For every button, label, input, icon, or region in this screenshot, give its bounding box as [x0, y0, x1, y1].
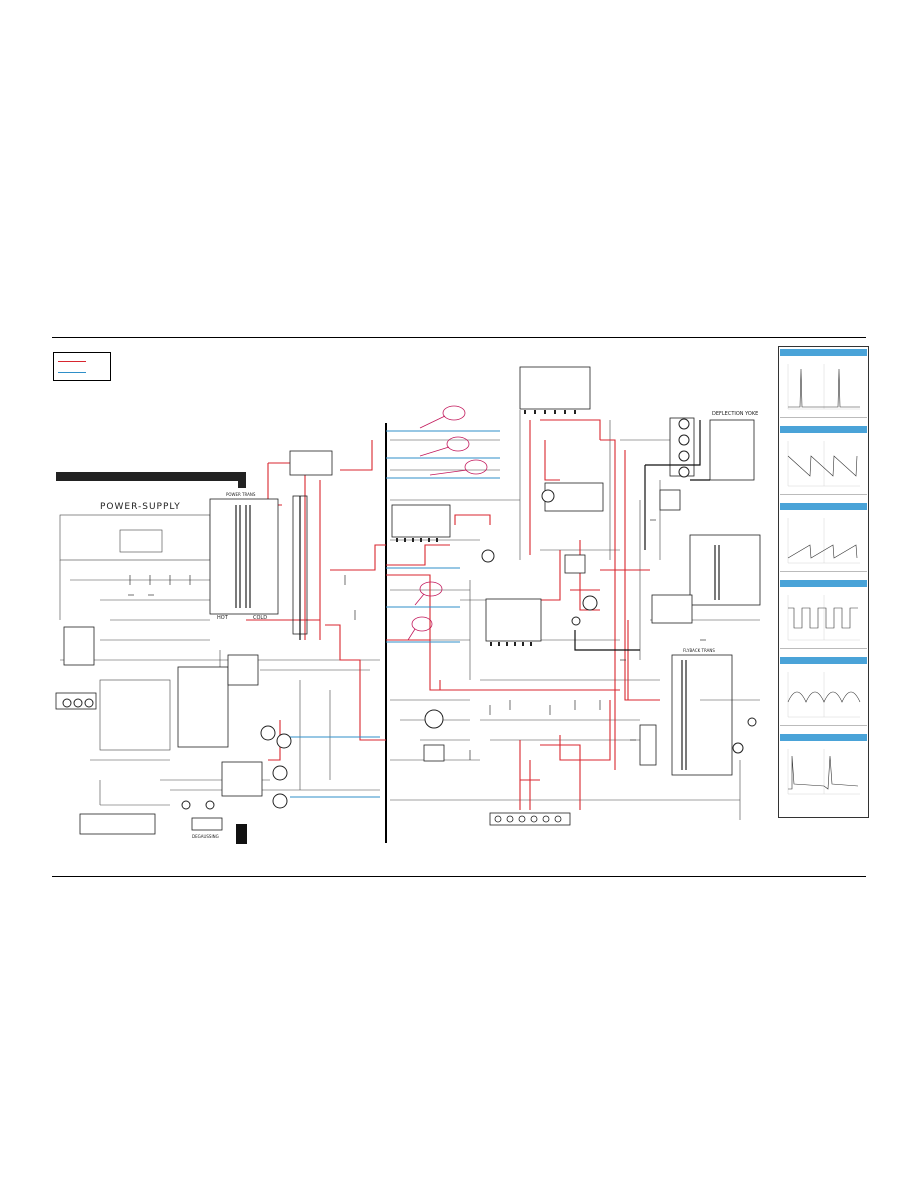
bottom-divider	[52, 876, 866, 877]
bottom-connector	[489, 812, 571, 826]
waveform-2-header	[780, 426, 867, 433]
waveform-5	[780, 657, 867, 726]
cold-side-label: COLD	[253, 615, 268, 621]
section-title-bar	[56, 472, 246, 481]
waveform-2	[780, 426, 867, 495]
top-divider	[52, 337, 866, 338]
waveform-6-plot	[787, 749, 860, 795]
transformer-cores	[235, 505, 720, 770]
waveform-3-plot	[787, 518, 860, 564]
waveform-5-header	[780, 657, 867, 664]
waveform-4-plot	[787, 595, 860, 641]
waveform-1-plot	[787, 364, 860, 410]
waveform-4-header	[780, 580, 867, 587]
waveform-6	[780, 734, 867, 802]
hot-side-label: HOT	[217, 615, 228, 621]
section-title-bar-tab	[238, 472, 246, 488]
component-blocks	[55, 366, 761, 835]
waveform-4	[780, 580, 867, 649]
power-trans-label: POWER TRANS	[226, 492, 256, 497]
waveform-6-header	[780, 734, 867, 741]
waveform-1	[780, 349, 867, 418]
waveform-3-header	[780, 503, 867, 510]
waveform-2-plot	[787, 441, 860, 487]
legend-red-line	[58, 361, 86, 362]
black-wiring	[299, 420, 710, 651]
blue-traces	[290, 430, 500, 798]
degaussing-label: DEGAUSSING	[192, 834, 219, 839]
waveform-1-header	[780, 349, 867, 356]
trace-legend	[53, 352, 111, 381]
ic-pins	[396, 410, 576, 646]
page-marker-tab	[236, 824, 247, 844]
callouts	[407, 405, 488, 641]
waveform-5-plot	[787, 672, 861, 718]
deflection-yoke-label: DEFLECTION YOKE	[712, 411, 759, 417]
round-components	[62, 418, 757, 810]
legend-blue-line	[58, 372, 86, 373]
red-traces	[246, 419, 660, 810]
flyback-trans-label: FLYBACK TRANS	[683, 648, 715, 653]
waveform-3	[780, 503, 867, 572]
passive-marks	[128, 519, 706, 760]
waveform-panel	[778, 346, 869, 818]
power-supply-title: POWER-SUPPLY	[100, 502, 181, 512]
